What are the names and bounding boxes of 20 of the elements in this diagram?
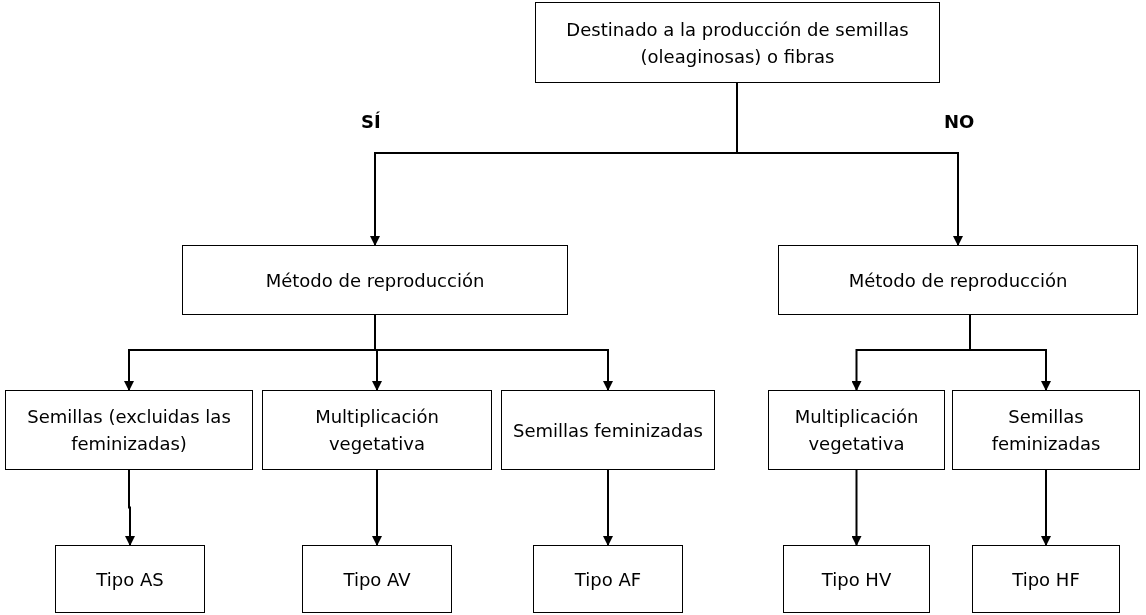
process-box: Multiplicación vegetativa bbox=[262, 390, 492, 470]
process-box: Semillas feminizadas bbox=[952, 390, 1140, 470]
process-box: Destinado a la producción de semillas (oleaginosas) o fibras bbox=[535, 2, 940, 83]
process-box: Multiplicación vegetativa bbox=[768, 390, 945, 470]
process-box: Tipo AS bbox=[55, 545, 205, 613]
process-box: Semillas feminizadas bbox=[501, 390, 715, 470]
arrow bbox=[603, 469, 613, 546]
arrow bbox=[374, 314, 613, 391]
arrow bbox=[372, 469, 382, 546]
process-box: Tipo AV bbox=[302, 545, 452, 613]
process-box: Tipo AF bbox=[533, 545, 683, 613]
process-box: Método de reproducción bbox=[778, 245, 1138, 315]
process-box: Tipo HF bbox=[972, 545, 1120, 613]
arrow bbox=[969, 314, 1051, 391]
process-box: Tipo HV bbox=[783, 545, 930, 613]
process-box: Semillas (excluidas las feminizadas) bbox=[5, 390, 253, 470]
arrow bbox=[1041, 469, 1051, 546]
process-box: Método de reproducción bbox=[182, 245, 568, 315]
arrow bbox=[851, 469, 862, 546]
arrow bbox=[125, 469, 135, 546]
